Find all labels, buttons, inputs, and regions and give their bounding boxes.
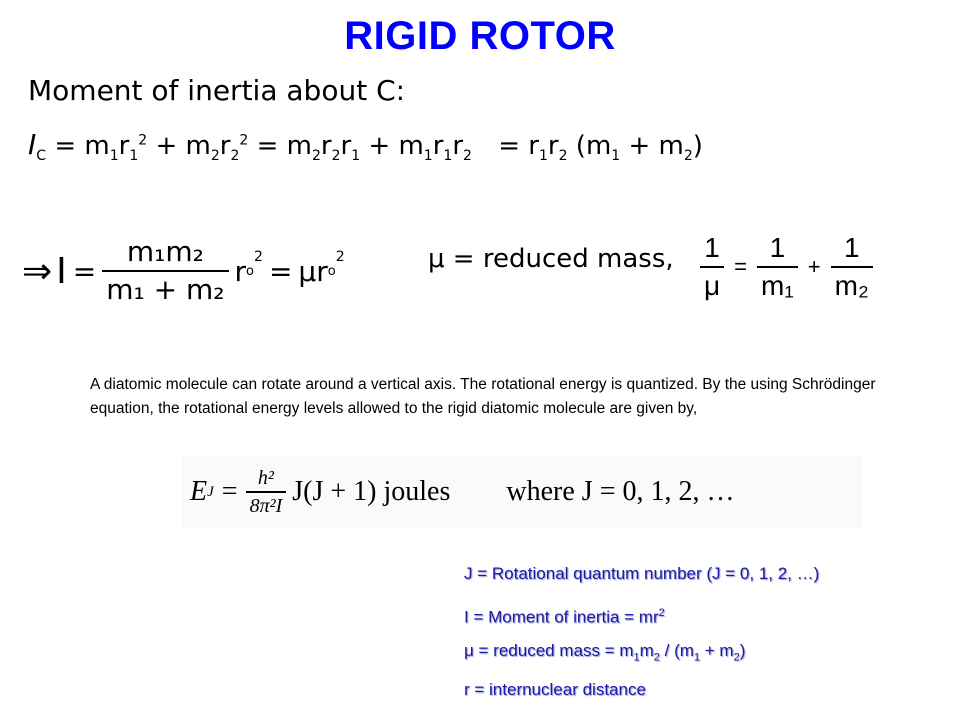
definition-i: I = Moment of inertia = mr2 <box>464 601 944 640</box>
sub: 1 <box>633 651 640 664</box>
term: m <box>658 131 684 161</box>
term: r <box>219 131 231 161</box>
numerator: h² <box>257 467 274 490</box>
plus: + <box>368 131 391 161</box>
equals: = <box>268 254 293 288</box>
inertia-symbol: I <box>56 250 67 292</box>
equals: = <box>54 131 77 161</box>
term: m <box>84 131 110 161</box>
moment-of-inertia-equation: IC = m1r12 + m2r22 = m2r2r1 + m1r1r2 = r… <box>28 128 703 164</box>
sub: 1 <box>129 148 139 165</box>
equals: = <box>221 476 238 507</box>
definition-text: μ = reduced mass = m <box>464 641 634 660</box>
term: r <box>320 131 332 161</box>
sub: 2 <box>463 148 472 165</box>
radius-symbol: r <box>234 254 247 288</box>
term: ) <box>692 131 703 161</box>
ic-subscript: C <box>36 148 47 165</box>
frac-one-over-mu: 1 μ <box>700 230 725 304</box>
definition-text: / (m <box>659 641 694 660</box>
frac-one-over-m2: 1 m₂ <box>830 230 873 304</box>
page-title: RIGID ROTOR <box>344 14 616 58</box>
sub: 1 <box>423 148 433 165</box>
sub: 2 <box>733 651 740 664</box>
sub: 1 <box>109 148 119 165</box>
definition-text: J = Rotational quantum number (J = 0, 1,… <box>464 564 820 583</box>
term: r <box>528 131 539 161</box>
sub: 2 <box>230 148 240 165</box>
sub: 1 <box>443 148 453 165</box>
term: r <box>118 131 130 161</box>
equals: = <box>734 254 747 279</box>
sub: 2 <box>653 651 660 664</box>
energy-rest: J(J + 1) joules <box>292 476 451 507</box>
mu-r-symbol: μr <box>298 254 328 288</box>
quantum-number-range: where J = 0, 1, 2, … <box>506 476 735 507</box>
sub: 1 <box>538 148 548 165</box>
definition-text: I = Moment of inertia = mr <box>464 607 659 627</box>
sub: 2 <box>331 148 341 165</box>
term: m <box>185 131 211 161</box>
sub: 2 <box>311 148 321 165</box>
frac-one-over-m1: 1 m₁ <box>757 230 798 304</box>
definition-mu: μ = reduced mass = m1m2 / (m1 + m2) <box>464 639 944 678</box>
plus: + <box>628 131 651 161</box>
sub: 1 <box>351 148 361 165</box>
ic-symbol: I <box>28 128 37 161</box>
equals: = <box>256 131 279 161</box>
definition-r: r = internuclear distance <box>464 678 944 717</box>
denominator: 8π²I <box>249 494 283 517</box>
equals: = <box>72 254 97 288</box>
sub: 2 <box>210 148 220 165</box>
definitions-list: J = Rotational quantum number (J = 0, 1,… <box>464 562 944 716</box>
numerator: 1 <box>843 232 860 263</box>
term: r <box>547 131 559 161</box>
sub: 2 <box>558 148 568 165</box>
mass-fraction: m₁m₂ m₁ + m₂ <box>102 234 229 308</box>
definition-text: r = internuclear distance <box>464 679 646 699</box>
sub: 1 <box>611 148 621 165</box>
definition-text: ) <box>739 641 746 660</box>
sub: J <box>207 483 214 500</box>
sup: 2 <box>658 606 665 619</box>
denominator: m₁ <box>761 270 794 301</box>
fraction-denominator: m₁ + m₂ <box>106 273 225 306</box>
numerator: 1 <box>769 232 786 263</box>
numerator: 1 <box>704 232 720 263</box>
term: r <box>432 131 444 161</box>
fraction-numerator: m₁m₂ <box>126 235 204 268</box>
planck-fraction: h² 8π²I <box>245 465 287 519</box>
sub: o <box>246 263 255 279</box>
plus: + <box>807 254 821 279</box>
sup: 2 <box>254 249 263 265</box>
term: (m <box>575 131 612 161</box>
term: r <box>340 131 352 161</box>
implies-symbol: ⇒ <box>22 250 53 292</box>
sub: 2 <box>683 148 693 165</box>
sub: o <box>327 263 336 279</box>
sub: 1 <box>693 651 701 664</box>
definition-j: J = Rotational quantum number (J = 0, 1,… <box>464 562 944 601</box>
sup: 2 <box>138 132 148 149</box>
reduced-mass-formula: 1 μ = 1 m₁ + 1 m₂ <box>700 222 873 312</box>
description-paragraph: A diatomic molecule can rotate around a … <box>90 376 876 417</box>
term: r <box>452 131 464 161</box>
definition-text: m <box>639 641 654 660</box>
denominator: μ <box>704 270 721 301</box>
definition-text: + m <box>700 641 734 660</box>
term: m <box>398 131 424 161</box>
subtitle: Moment of inertia about C: <box>28 74 406 107</box>
sup: 2 <box>239 132 249 149</box>
denominator: m₂ <box>834 270 869 301</box>
equals: = <box>498 131 521 161</box>
term: m <box>286 131 312 161</box>
plus: + <box>155 131 178 161</box>
energy-symbol: E <box>190 476 208 507</box>
sup: 2 <box>335 249 345 265</box>
reduced-mass-label: μ = reduced mass, <box>428 244 674 274</box>
